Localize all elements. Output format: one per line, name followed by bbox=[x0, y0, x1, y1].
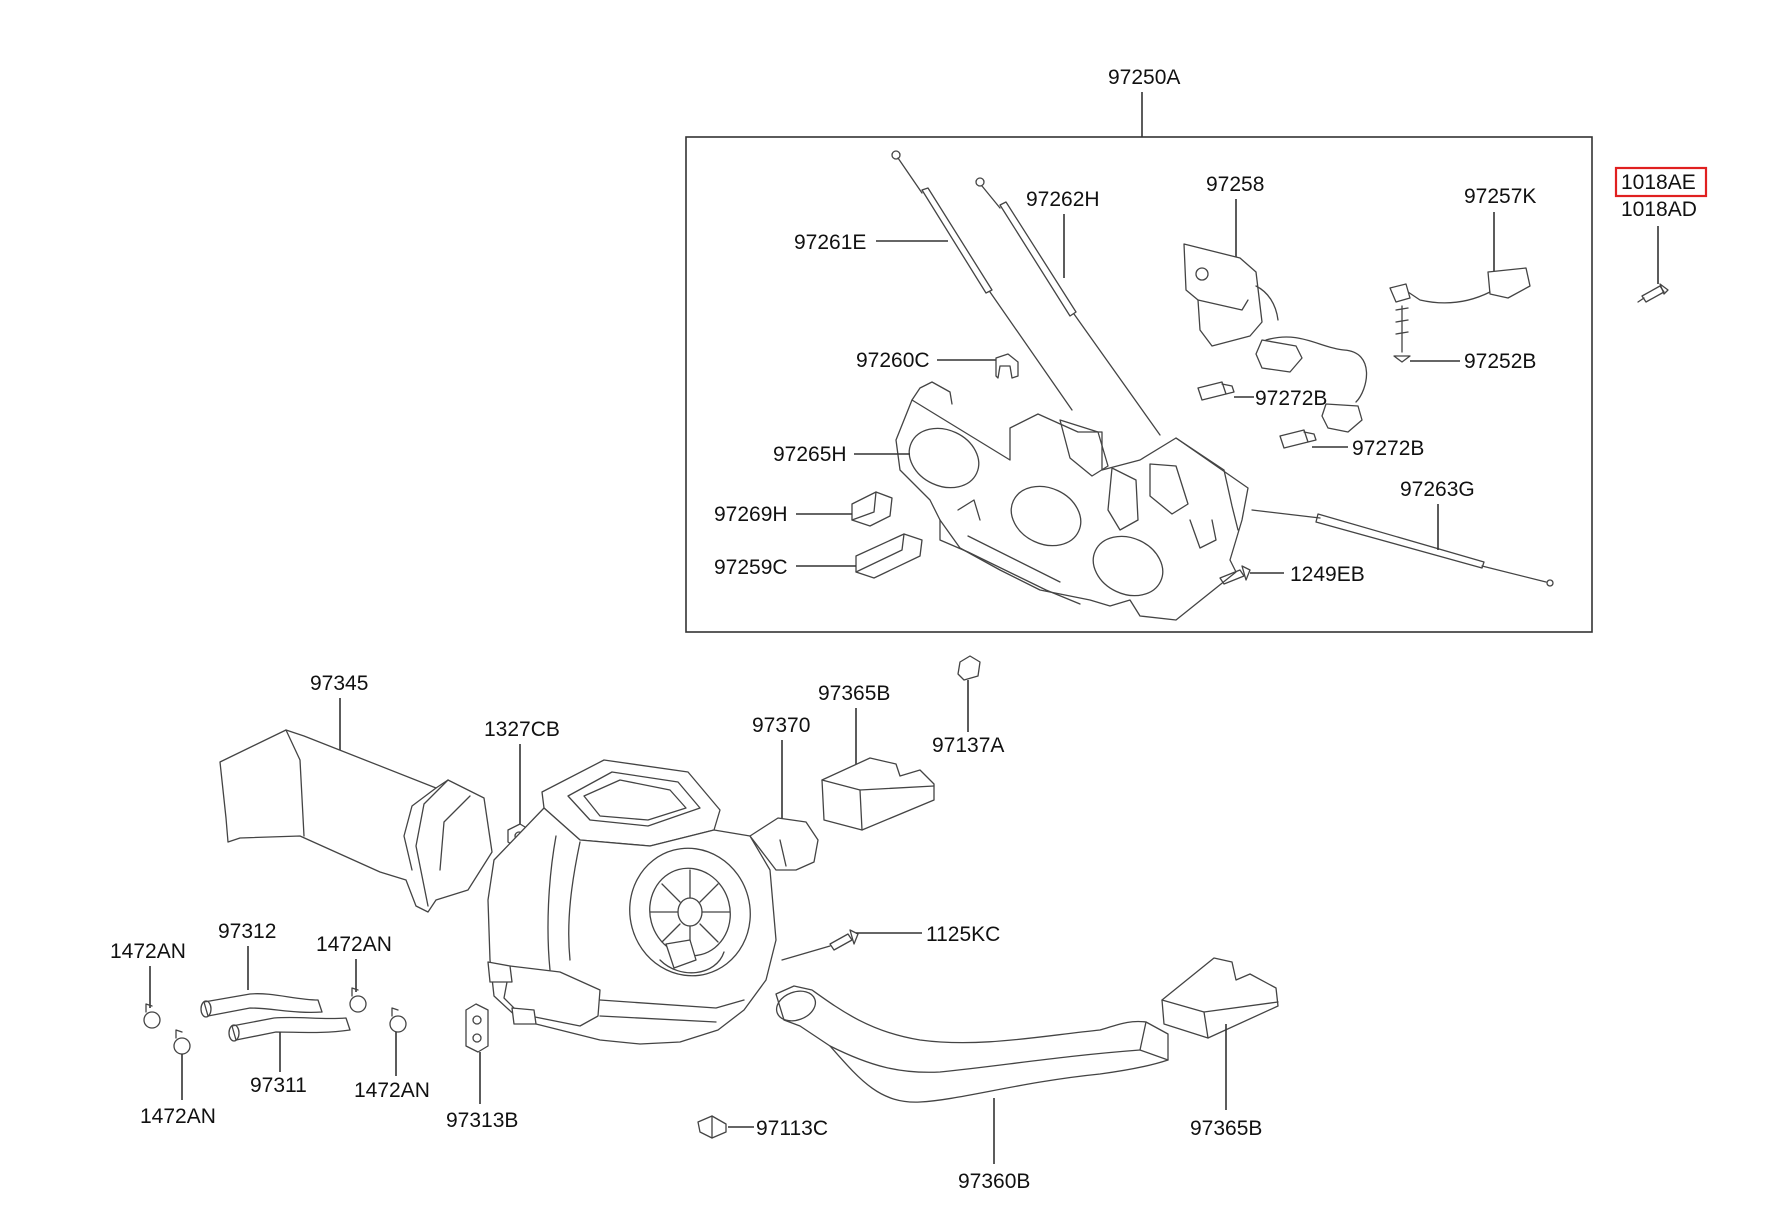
label-1018AE[interactable]: 1018AE bbox=[1621, 171, 1696, 194]
assembly-frame bbox=[685, 136, 1593, 633]
label-97113C[interactable]: 97113C bbox=[756, 1117, 828, 1140]
label-97360B[interactable]: 97360B bbox=[958, 1170, 1030, 1193]
clip-97260C bbox=[995, 353, 1019, 379]
label-97260C[interactable]: 97260C bbox=[856, 349, 930, 372]
label-97262H[interactable]: 97262H bbox=[1026, 188, 1100, 211]
label-97311[interactable]: 97311 bbox=[250, 1074, 307, 1097]
label-97272B-a[interactable]: 97272B bbox=[1255, 387, 1327, 410]
label-97313B[interactable]: 97313B bbox=[446, 1109, 518, 1132]
label-97345[interactable]: 97345 bbox=[310, 672, 368, 695]
label-1327CB[interactable]: 1327CB bbox=[484, 718, 560, 741]
highlight-box bbox=[1614, 166, 1708, 198]
label-1125KC[interactable]: 1125KC bbox=[926, 923, 1000, 946]
knob-97269H bbox=[851, 491, 893, 527]
label-97272B-b[interactable]: 97272B bbox=[1352, 437, 1424, 460]
switch-97258 bbox=[1183, 243, 1368, 433]
label-97365B-bottom[interactable]: 97365B bbox=[1190, 1117, 1262, 1140]
hose-97311 bbox=[228, 1016, 351, 1042]
label-97250A[interactable]: 97250A bbox=[1108, 66, 1180, 89]
cable-97261E bbox=[891, 150, 1073, 411]
cable-97262H bbox=[975, 177, 1161, 436]
control-panel-97265H bbox=[895, 381, 1249, 621]
screw-97252B bbox=[1393, 305, 1411, 363]
label-97259C[interactable]: 97259C bbox=[714, 556, 788, 579]
label-97370[interactable]: 97370 bbox=[752, 714, 810, 737]
clip-97137A bbox=[957, 655, 981, 681]
duct-97345 bbox=[219, 729, 493, 913]
duct-97360B bbox=[775, 985, 1169, 1103]
harness-97257K bbox=[1389, 267, 1531, 304]
label-97261E[interactable]: 97261E bbox=[794, 231, 866, 254]
clamp-1472AN-b bbox=[349, 987, 367, 1013]
label-97263G[interactable]: 97263G bbox=[1400, 478, 1475, 501]
label-97258[interactable]: 97258 bbox=[1206, 173, 1264, 196]
label-97252B[interactable]: 97252B bbox=[1464, 350, 1536, 373]
label-1472AN-c[interactable]: 1472AN bbox=[354, 1079, 430, 1102]
clamp-1472AN-c bbox=[389, 1007, 407, 1033]
clamp-1472AN-a bbox=[143, 1003, 161, 1029]
clamp-1472AN-d bbox=[173, 1029, 191, 1055]
bulb-97272B-b bbox=[1279, 429, 1317, 449]
screw-1249EB bbox=[1219, 565, 1251, 585]
label-97137A[interactable]: 97137A bbox=[932, 734, 1004, 757]
clip-97113C bbox=[697, 1115, 727, 1139]
label-1472AN-b[interactable]: 1472AN bbox=[316, 933, 392, 956]
bulb-97272B-a bbox=[1197, 381, 1235, 401]
screw-1125KC bbox=[781, 929, 859, 961]
label-97265H[interactable]: 97265H bbox=[773, 443, 847, 466]
label-1472AN-a[interactable]: 1472AN bbox=[110, 940, 186, 963]
label-1249EB[interactable]: 1249EB bbox=[1290, 563, 1365, 586]
pad-97365B-bottom bbox=[1161, 957, 1279, 1039]
knob-97259C bbox=[855, 533, 923, 579]
label-97312[interactable]: 97312 bbox=[218, 920, 276, 943]
blower-unit-97370 bbox=[487, 759, 819, 1045]
label-97365B-top[interactable]: 97365B bbox=[818, 682, 890, 705]
hose-97312 bbox=[200, 993, 323, 1018]
label-1472AN-d[interactable]: 1472AN bbox=[140, 1105, 216, 1128]
label-97257K[interactable]: 97257K bbox=[1464, 185, 1536, 208]
bracket-97313B bbox=[465, 1003, 489, 1053]
cable-97263G bbox=[1251, 509, 1554, 587]
screw-1018AD bbox=[1637, 283, 1669, 303]
pad-97365B-top bbox=[821, 757, 935, 831]
label-1018AD[interactable]: 1018AD bbox=[1621, 198, 1697, 221]
label-97269H[interactable]: 97269H bbox=[714, 503, 788, 526]
